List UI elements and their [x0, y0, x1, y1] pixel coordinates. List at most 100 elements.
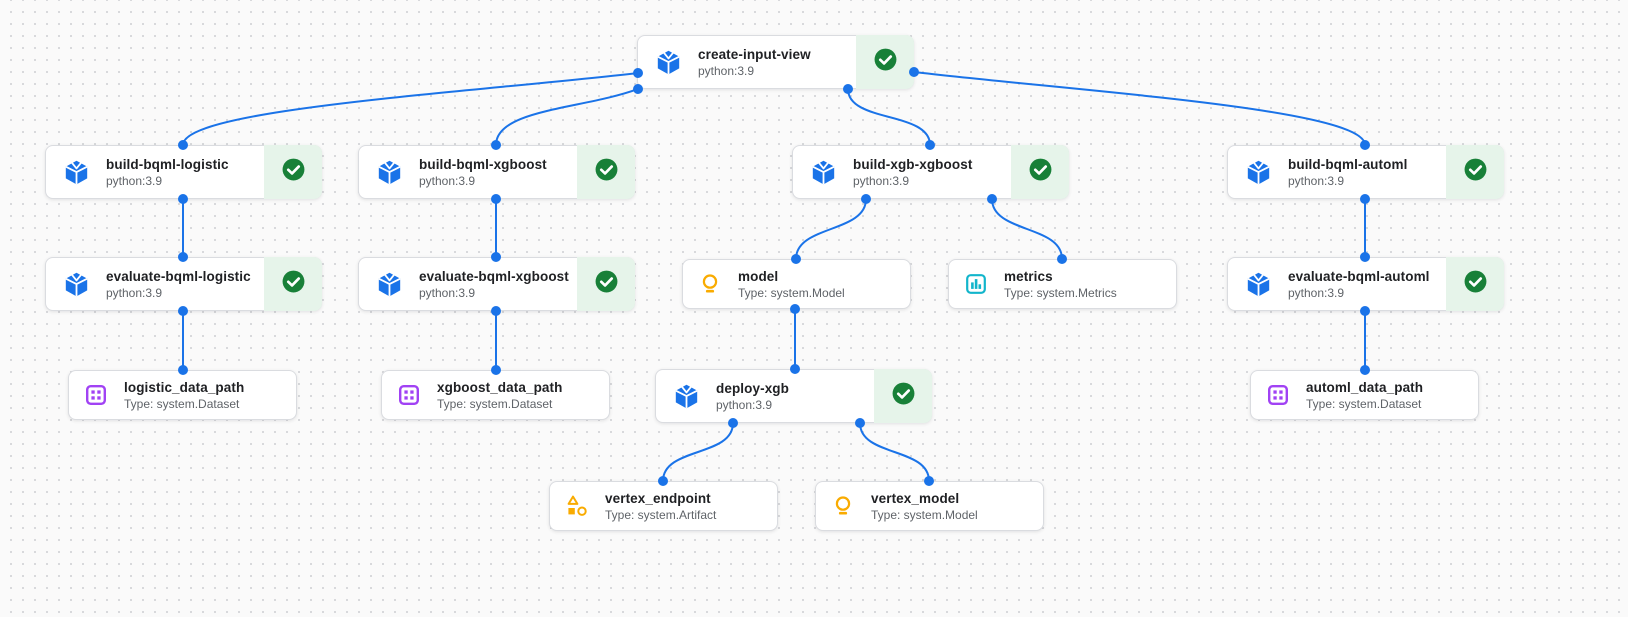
- component-cube-icon: [1245, 271, 1272, 298]
- edge-deploy-xgb-to-vertex_endpoint: [662, 422, 734, 482]
- status-succeeded-badge: [577, 145, 635, 199]
- model-lightbulb-icon: [698, 272, 722, 296]
- status-succeeded-badge: [1446, 257, 1504, 311]
- status-succeeded-badge: [856, 35, 914, 89]
- edge-build-xgb-xgboost-to-metrics: [991, 198, 1063, 260]
- success-check-icon: [281, 269, 306, 299]
- node-title: logistic_data_path: [124, 379, 245, 395]
- edge-build-xgb-xgboost-to-model: [795, 198, 867, 260]
- success-check-icon: [1463, 269, 1488, 299]
- success-check-icon: [594, 269, 619, 299]
- success-check-icon: [873, 47, 898, 77]
- component-cube-icon: [673, 383, 700, 410]
- node-subtitle: python:3.9: [853, 173, 910, 188]
- success-check-icon: [1028, 157, 1053, 187]
- edge-create-input-view-to-build-bqml-automl: [913, 71, 1366, 146]
- success-check-icon: [594, 157, 619, 187]
- node-title: automl_data_path: [1306, 379, 1424, 395]
- model-lightbulb-icon: [831, 494, 855, 518]
- edge-create-input-view-to-build-xgb-xgboost: [847, 88, 931, 146]
- node-subtitle: python:3.9: [106, 285, 163, 300]
- node-title: model: [738, 268, 779, 284]
- success-check-icon: [281, 157, 306, 187]
- node-title: build-bqml-automl: [1288, 156, 1408, 172]
- node-subtitle: python:3.9: [419, 285, 476, 300]
- node-subtitle: Type: system.Dataset: [124, 396, 240, 411]
- node-subtitle: python:3.9: [1288, 285, 1345, 300]
- status-succeeded-badge: [264, 257, 322, 311]
- node-title: evaluate-bqml-xgboost: [419, 268, 569, 284]
- node-title: vertex_endpoint: [605, 490, 711, 506]
- node-subtitle: python:3.9: [716, 397, 773, 412]
- node-title: build-xgb-xgboost: [853, 156, 973, 172]
- node-subtitle: Type: system.Metrics: [1004, 285, 1117, 300]
- component-cube-icon: [655, 49, 682, 76]
- node-title: vertex_model: [871, 490, 960, 506]
- status-succeeded-badge: [874, 369, 932, 423]
- artifact-shapes-icon: [565, 494, 589, 518]
- edge-create-input-view-to-build-bqml-logistic: [182, 72, 639, 146]
- node-title: create-input-view: [698, 46, 811, 62]
- dataset-grid-icon: [84, 383, 108, 407]
- node-subtitle: Type: system.Model: [871, 507, 978, 522]
- node-title: deploy-xgb: [716, 380, 790, 396]
- node-subtitle: python:3.9: [1288, 173, 1345, 188]
- node-title: evaluate-bqml-automl: [1288, 268, 1430, 284]
- node-subtitle: Type: system.Dataset: [437, 396, 553, 411]
- dataset-grid-icon: [397, 383, 421, 407]
- status-succeeded-badge: [1011, 145, 1069, 199]
- component-cube-icon: [376, 271, 403, 298]
- node-title: xgboost_data_path: [437, 379, 563, 395]
- node-title: metrics: [1004, 268, 1053, 284]
- node-subtitle: Type: system.Artifact: [605, 507, 717, 522]
- dataset-grid-icon: [1266, 383, 1290, 407]
- edge-create-input-view-to-build-bqml-xgboost: [495, 88, 639, 146]
- status-succeeded-badge: [577, 257, 635, 311]
- status-succeeded-badge: [264, 145, 322, 199]
- node-subtitle: python:3.9: [106, 173, 163, 188]
- node-subtitle: python:3.9: [419, 173, 476, 188]
- node-subtitle: python:3.9: [698, 63, 755, 78]
- node-title: build-bqml-xgboost: [419, 156, 547, 172]
- component-cube-icon: [376, 159, 403, 186]
- component-cube-icon: [63, 271, 90, 298]
- component-cube-icon: [63, 159, 90, 186]
- node-subtitle: Type: system.Model: [738, 285, 845, 300]
- node-title: build-bqml-logistic: [106, 156, 229, 172]
- edge-deploy-xgb-to-vertex_model: [859, 422, 930, 482]
- success-check-icon: [1463, 157, 1488, 187]
- node-subtitle: Type: system.Dataset: [1306, 396, 1422, 411]
- component-cube-icon: [1245, 159, 1272, 186]
